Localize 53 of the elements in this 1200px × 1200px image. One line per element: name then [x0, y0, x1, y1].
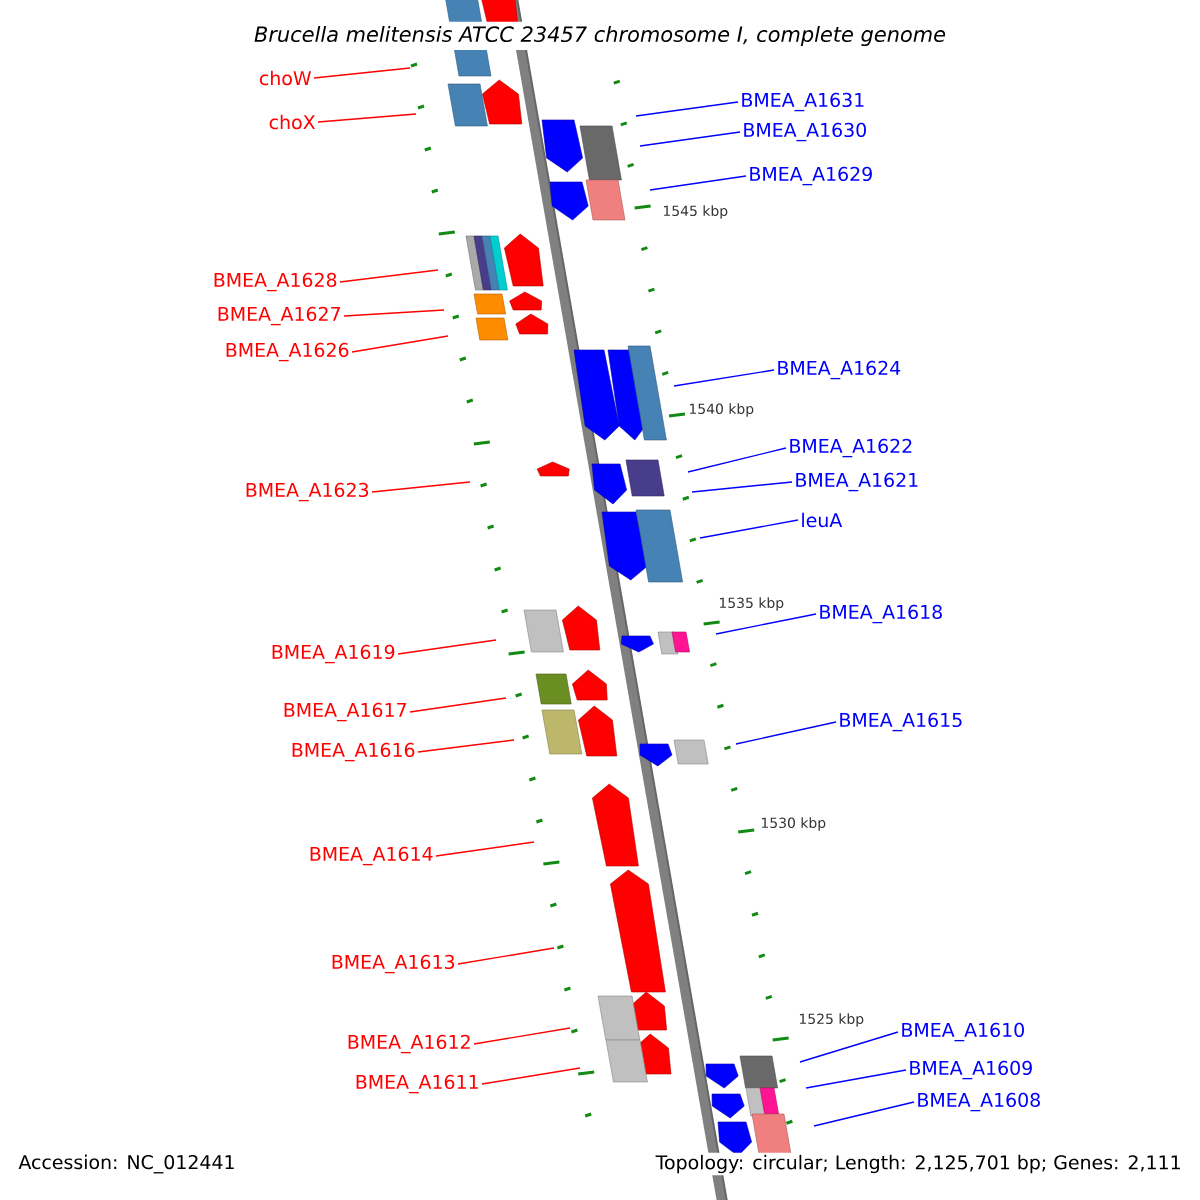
gene-label: BMEA_A1613 [332, 954, 455, 974]
leader-line [417, 739, 515, 753]
leader-line [343, 309, 445, 317]
gene-label: BMEA_A1623 [246, 482, 369, 502]
leader-line [339, 269, 439, 283]
gene-label: BMEA_A1619 [272, 644, 395, 664]
leader-line [799, 1031, 899, 1063]
gene-label: BMEA_A1627 [218, 306, 340, 326]
gene-label: BMEA_A1611 [356, 1074, 478, 1094]
gene-label: BMEA_A1615 [840, 712, 962, 732]
gene-label: BMEA_A1616 [292, 742, 415, 762]
leader-line [351, 335, 449, 353]
gene-label: leuA [802, 512, 843, 528]
gene-label: BMEA_A1630 [744, 122, 866, 142]
leader-line [715, 613, 817, 635]
gene-label: BMEA_A1612 [348, 1034, 470, 1054]
leader-line [409, 697, 507, 713]
gene-label: BMEA_A1629 [750, 166, 872, 186]
gene-label: BMEA_A1631 [742, 92, 864, 112]
gene-label: BMEA_A1609 [910, 1060, 1032, 1080]
leader-line [313, 67, 411, 79]
gene-label: BMEA_A1628 [214, 272, 337, 292]
gene-label: choW [259, 70, 311, 86]
gene-label: BMEA_A1614 [310, 846, 433, 866]
leader-line [649, 175, 747, 191]
title: Brucella melitensis ATCC 23457 chromosome I, complete genome [249, 21, 951, 51]
leader-line [635, 101, 739, 117]
gene-label: BMEA_A1608 [918, 1092, 1040, 1112]
summary-label: Topology: circular; Length: 2,125,701 bp; Genes: 2,111 [653, 1152, 1184, 1176]
leader-line [805, 1069, 907, 1089]
leader-line [813, 1101, 915, 1127]
leader-line [435, 841, 535, 857]
gene-label: BMEA_A1624 [778, 360, 901, 380]
leader-line [317, 113, 417, 123]
leader-line [691, 481, 793, 493]
accession-label: Accession: NC_012441 [16, 1152, 238, 1176]
gene-label: BMEA_A1622 [790, 438, 912, 458]
gene-label: BMEA_A1621 [796, 472, 918, 492]
gene-label: BMEA_A1617 [284, 702, 406, 722]
gene-label: choX [269, 114, 315, 130]
leader-line [481, 1067, 581, 1085]
leader-line [699, 519, 799, 539]
leader-line [687, 447, 787, 473]
leader-line [371, 481, 471, 493]
leader-line [673, 369, 775, 387]
gene-label: BMEA_A1618 [820, 604, 942, 624]
gene-label: BMEA_A1610 [902, 1022, 1024, 1042]
leader-line [473, 1027, 571, 1045]
gene-label: BMEA_A1626 [226, 342, 349, 362]
leader-line [639, 131, 741, 147]
leader-line [735, 721, 837, 745]
leader-line [457, 947, 555, 965]
leader-line [397, 639, 497, 655]
